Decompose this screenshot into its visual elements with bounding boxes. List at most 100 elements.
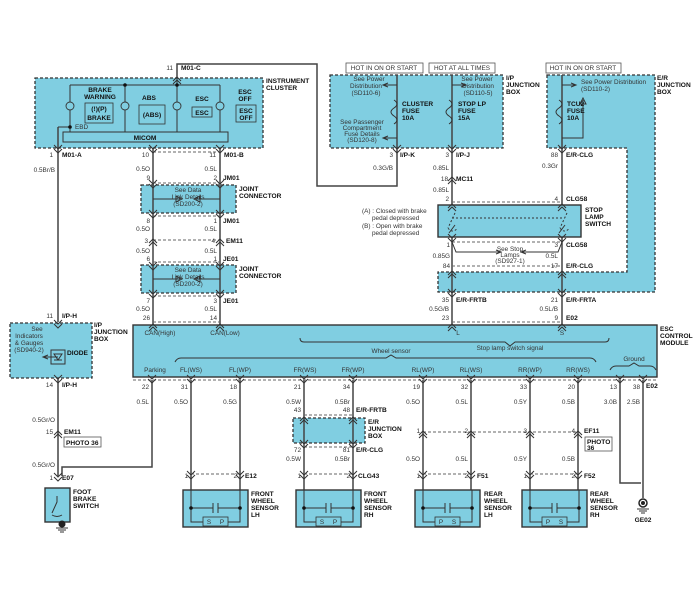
- wire-spec: 0.5L: [205, 226, 218, 233]
- sensor-label: FRONT: [364, 491, 387, 498]
- connector-id: E02: [566, 315, 578, 322]
- wire-spec: 2.5B: [627, 399, 640, 406]
- indicator-label: OFF: [238, 96, 251, 103]
- sensor-label: SENSOR: [590, 505, 618, 512]
- note: See Power Distribution: [581, 79, 646, 86]
- wire-spec: 0.5Y: [514, 399, 528, 406]
- sensor-terminal: P: [220, 519, 224, 526]
- ground-icon: [51, 496, 649, 533]
- connector-pin-icon: [557, 233, 567, 243]
- pin-number: 18: [230, 384, 238, 391]
- connector-pin-icon: [638, 374, 648, 384]
- connector-id: JM01: [223, 218, 240, 225]
- sensor-label: SENSOR: [251, 505, 279, 512]
- wire-spec: 0.5W: [286, 399, 302, 406]
- connector-id: F51: [477, 473, 489, 480]
- indicator-text: BRAKE: [87, 115, 111, 122]
- pin-number: 15: [46, 429, 54, 436]
- note: (SD200-2): [173, 201, 202, 208]
- connector-pin-icon: [148, 179, 158, 189]
- pin-number: 17: [551, 263, 559, 270]
- connector-id: M01-C: [181, 65, 201, 72]
- pin-number: 4: [571, 428, 575, 435]
- hot-label: HOT IN ON OR START: [550, 65, 616, 72]
- connector-pin-icon: [418, 430, 428, 439]
- pin-number: 2: [233, 473, 237, 480]
- connector-pin-icon: [573, 374, 583, 384]
- connector-pin-icon: [235, 470, 245, 480]
- connector-pin-icon: [557, 270, 567, 279]
- pin-number: 18: [441, 176, 449, 183]
- note: See Power: [353, 76, 385, 83]
- sensor-label: FRONT: [251, 491, 274, 498]
- connector-pin-icon: [447, 233, 457, 243]
- joint-connector-label: CONNECTOR: [239, 273, 282, 280]
- hot-label: HOT AT ALL TIMES: [434, 65, 490, 72]
- connector-id: I/P-J: [456, 152, 470, 159]
- esc-off-icon: OFF: [239, 115, 252, 122]
- connector-pin-icon: [215, 144, 225, 154]
- wire-spec: 0.5L: [205, 166, 218, 173]
- wire-spec: 0.5O: [174, 399, 188, 406]
- connector-id: M01-B: [224, 152, 244, 159]
- pin-number: 14: [46, 382, 54, 389]
- cluster-internals: [58, 78, 257, 132]
- sensor-label: WHEEL: [590, 498, 614, 505]
- connector-id: EM11: [64, 429, 81, 436]
- sensor-label: REAR: [590, 491, 609, 498]
- component-label: LAMP: [585, 214, 604, 221]
- hot-label: HOT IN ON OR START: [351, 65, 417, 72]
- pin-number: 21: [551, 297, 559, 304]
- note: Indicators: [15, 333, 43, 340]
- connector-id: I/P-K: [400, 152, 415, 159]
- wire-spec: 0.5L/B: [540, 306, 558, 313]
- note: (SD110-2): [581, 86, 610, 93]
- module-label: MODULE: [660, 340, 689, 347]
- wheel-sensor-rl: [414, 489, 481, 528]
- pin-number: 11: [209, 152, 216, 159]
- wire-spec: 0.5Br/B: [34, 167, 55, 174]
- connector-pin-icon: [148, 144, 158, 154]
- ip-junction-box-top: [329, 74, 504, 149]
- esc-control-module: [132, 324, 658, 378]
- terminal-label: CAN(Low): [210, 330, 239, 337]
- pin-number: 32: [461, 384, 469, 391]
- connector-id: EM11: [226, 238, 243, 245]
- fuse-label: FUSE: [458, 108, 476, 115]
- connector-pin-icon: [447, 144, 457, 154]
- pin-number: 88: [551, 152, 559, 159]
- pin-number: 1: [49, 475, 53, 482]
- indicator-label: ESC: [195, 96, 209, 103]
- wheel-sensor-fl: [182, 489, 249, 528]
- pin-number: 3: [523, 428, 527, 435]
- connector-pin-icon: [215, 261, 225, 271]
- note: See Data: [175, 267, 202, 274]
- junction-box-label: BOX: [94, 336, 109, 343]
- connector-pin-icon: [525, 470, 535, 480]
- wire-spec: 0.5L: [137, 399, 150, 406]
- junction-box-label: I/P: [506, 75, 515, 82]
- legend: pedal depressed: [372, 230, 420, 237]
- pin-number: 84: [443, 263, 451, 270]
- connector-id: E12: [245, 473, 257, 480]
- pin-number: 6: [146, 256, 150, 263]
- pin-number: 3: [144, 238, 148, 245]
- note: See Passenger: [340, 119, 385, 126]
- hot-label-box-1: [345, 62, 424, 74]
- pin-number: 81: [343, 447, 351, 454]
- sensor-label: SENSOR: [364, 505, 392, 512]
- note: Link Details: [171, 194, 204, 201]
- diode-label: DIODE: [67, 350, 88, 357]
- hot-label-box-3: [545, 62, 622, 74]
- sensor-label: LH: [251, 512, 260, 519]
- connector-pin-icon: [573, 430, 583, 439]
- connector-pin-icon: [348, 374, 358, 384]
- component-label: STOP: [585, 207, 603, 214]
- esc-icon: ESC: [195, 110, 209, 117]
- connector-pin-icon: [348, 470, 358, 480]
- terminal-label: S: [560, 330, 564, 337]
- terminal-label: RL(WS): [460, 367, 483, 374]
- er-junction-box: [437, 74, 656, 293]
- connector-pin-icon: [299, 416, 309, 425]
- wire-spec: 3.0B: [604, 399, 617, 406]
